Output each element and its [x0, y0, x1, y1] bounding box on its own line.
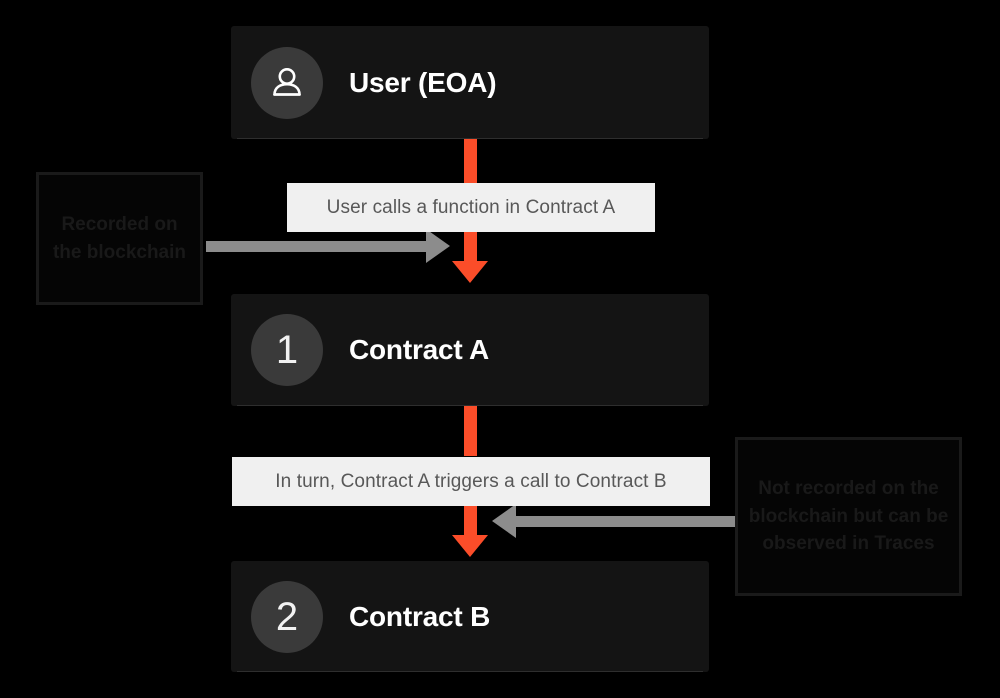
node-user-title: User (EOA) [349, 66, 497, 98]
edge-label-user-to-contract-a: User calls a function in Contract A [287, 183, 655, 232]
node-contract-a-title: Contract A [349, 334, 490, 365]
gray-shaft [516, 516, 736, 527]
node-contract-b-title: Contract B [349, 600, 491, 632]
step-number: 2 [275, 594, 299, 639]
gray-arrowhead-left [492, 504, 516, 538]
step-badge-1: 1 [251, 314, 323, 386]
node-underline [237, 138, 703, 139]
step-number: 1 [275, 328, 299, 372]
edge-label-text: User calls a function in Contract A [326, 196, 616, 218]
node-user[interactable]: User (EOA) [231, 26, 709, 139]
step-badge-2: 2 [251, 580, 323, 653]
gray-shaft [206, 241, 428, 252]
node-underline [237, 671, 703, 672]
orange-arrowhead [452, 535, 488, 557]
orange-shaft-segment [464, 506, 477, 538]
orange-shaft-segment [464, 404, 477, 456]
annotation-recorded-on-blockchain: Recorded on the blockchain [36, 172, 203, 305]
orange-arrowhead [452, 261, 488, 283]
annotation-text: Not recorded on the blockchain but can b… [748, 478, 949, 555]
node-contract-a[interactable]: 1 Contract A [231, 294, 709, 406]
node-underline [237, 405, 703, 406]
orange-shaft-segment [464, 136, 477, 184]
edge-label-text: In turn, Contract A triggers a call to C… [275, 470, 667, 492]
gray-arrowhead-right [426, 229, 450, 263]
orange-shaft-segment [464, 231, 477, 264]
person-avatar [251, 46, 323, 119]
annotation-text: Recorded on the blockchain [52, 213, 187, 263]
node-contract-b[interactable]: 2 Contract B [231, 561, 709, 672]
annotation-not-recorded-traces: Not recorded on the blockchain but can b… [735, 437, 962, 596]
person-icon [273, 67, 301, 96]
edge-label-contract-a-to-contract-b: In turn, Contract A triggers a call to C… [232, 457, 710, 506]
